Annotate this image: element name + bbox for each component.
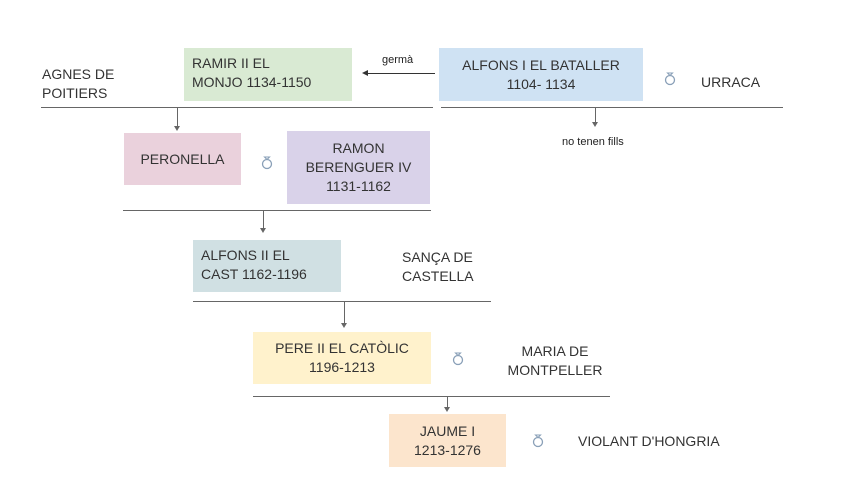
ring-icon <box>261 156 273 170</box>
person-violant-dhongria: VIOLANT D'HONGRIA <box>578 433 720 449</box>
descent-line-alfons-ii <box>344 302 345 323</box>
person-alfons-i: ALFONS I EL BATALLER 1104- 1134 <box>439 48 643 101</box>
descent-line-alfons-i <box>595 108 596 122</box>
sibling-connector <box>368 73 435 74</box>
ring-icon <box>664 72 676 86</box>
descent-line-pere-ii <box>447 397 448 407</box>
descent-arrow <box>260 228 266 233</box>
person-ramir-ii: RAMIR II EL MONJO 1134-1150 <box>184 48 352 101</box>
person-alfons-ii: ALFONS II EL CAST 1162-1196 <box>193 240 341 292</box>
sibling-arrow <box>362 70 368 76</box>
descent-arrow <box>174 126 180 131</box>
person-agnes-de-poitiers: AGNES DE POITIERS <box>42 66 115 101</box>
descent-arrow <box>341 323 347 328</box>
couple-line-ramir <box>41 107 433 108</box>
ring-icon <box>452 352 464 366</box>
label-no-tenen-fills: no tenen fills <box>562 136 624 148</box>
person-ramon-berenguer-iv: RAMON BERENGUER IV 1131-1162 <box>287 131 430 204</box>
ring-icon <box>532 434 544 448</box>
couple-line-alfons-ii <box>193 301 491 302</box>
descent-line-peronella <box>263 211 264 228</box>
couple-line-pere-ii <box>253 396 610 397</box>
person-urraca: URRACA <box>701 74 761 90</box>
person-pere-ii: PERE II EL CATÒLIC 1196-1213 <box>253 332 431 384</box>
descent-line-ramir <box>177 108 178 126</box>
label-germa: germà <box>382 54 414 66</box>
descent-arrow <box>592 122 598 127</box>
descent-arrow <box>444 407 450 412</box>
person-peronella: PERONELLA <box>124 133 241 185</box>
person-sanca-de-castella: SANÇA DE CASTELLA <box>402 249 474 284</box>
couple-line-alfons-i <box>441 107 783 108</box>
person-jaume-i: JAUME I 1213-1276 <box>389 414 506 467</box>
couple-line-peronella <box>123 210 431 211</box>
person-maria-de-montpeller: MARIA DE MONTPELLER <box>507 343 603 378</box>
